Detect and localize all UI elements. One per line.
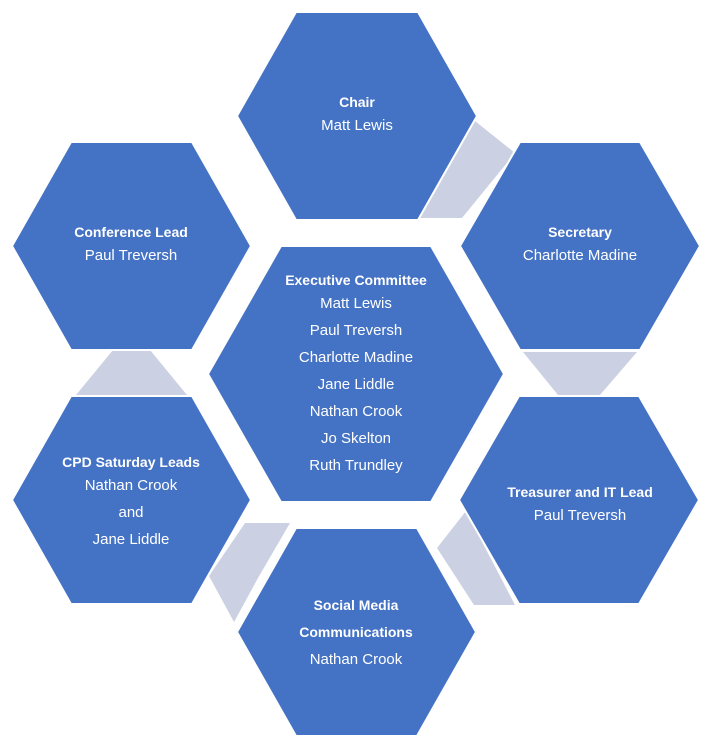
conference-box: Conference Lead Paul Treversh: [41, 210, 221, 280]
executive-member: Jane Liddle: [317, 376, 395, 393]
chair-name: Matt Lewis: [321, 116, 393, 134]
hex-chair: [235, 11, 479, 221]
treasurer-box: Treasurer and IT Lead Paul Treversh: [505, 460, 655, 550]
executive-member: Nathan Crook: [309, 403, 403, 420]
connector-secretary-treasurer: [523, 352, 637, 395]
connector-treasurer-social: [437, 511, 515, 605]
conference-name: Paul Treversh: [84, 246, 178, 264]
executive-member: Jo Skelton: [320, 430, 392, 447]
hex-executive: [206, 245, 506, 503]
connector-social-cpd: [209, 523, 290, 622]
treasurer-title: Treasurer and IT Lead: [507, 483, 653, 500]
hex-social-media: [235, 527, 478, 737]
secretary-name: Charlotte Madine: [522, 246, 638, 264]
cpd-and: and: [118, 504, 144, 521]
cpd-title: CPD Saturday Leads: [62, 454, 200, 470]
connector-chair-secretary: [420, 121, 515, 218]
cpd-box: CPD Saturday Leads Nathan Crook and Jane…: [41, 445, 221, 560]
conference-title: Conference Lead: [74, 223, 188, 240]
executive-member: Paul Treversh: [309, 322, 403, 339]
hex-treasurer: [457, 395, 701, 605]
cpd-name-2: Jane Liddle: [92, 531, 170, 548]
treasurer-name: Paul Treversh: [533, 506, 627, 524]
hex-cpd: [10, 395, 253, 605]
secretary-title: Secretary: [548, 223, 612, 240]
chair-title: Chair: [339, 93, 375, 110]
hex-conference: [10, 141, 253, 351]
hex-secretary: [458, 141, 702, 351]
executive-member: Matt Lewis: [320, 295, 392, 312]
social-media-box: Social Media Communications Nathan Crook: [281, 585, 431, 680]
cpd-name-1: Nathan Crook: [84, 477, 178, 494]
chair-box: Chair Matt Lewis: [277, 80, 437, 150]
executive-title: Executive Committee: [285, 272, 427, 288]
executive-member: Charlotte Madine: [298, 349, 414, 366]
executive-member: Ruth Trundley: [309, 457, 403, 474]
executive-box: Executive Committee Matt Lewis Paul Trev…: [256, 262, 456, 487]
social-media-name: Nathan Crook: [309, 651, 403, 668]
connector-cpd-conference: [76, 350, 187, 395]
secretary-box: Secretary Charlotte Madine: [490, 210, 670, 280]
social-media-title: Social Media Communications: [299, 597, 413, 640]
